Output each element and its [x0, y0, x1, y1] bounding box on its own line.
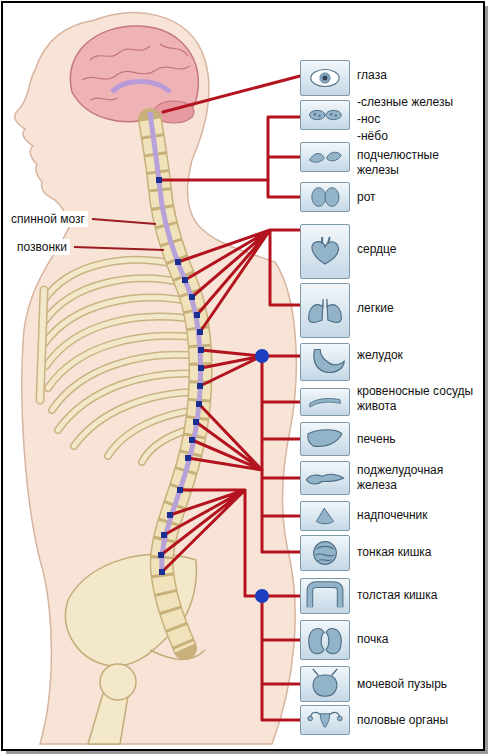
organ-label-column: легкие — [357, 301, 479, 316]
organ-label-column: толстая кишка — [357, 588, 479, 603]
organ-label: мочевой пузырь — [357, 677, 479, 692]
organ-label-column: надпочечник — [357, 508, 479, 523]
organ-label: -нос — [357, 111, 479, 128]
organ-box: желудок — [300, 343, 482, 381]
organ-picture — [301, 621, 349, 659]
part-label: позвонки — [14, 239, 70, 255]
organ-picture — [301, 389, 349, 415]
frame — [2, 2, 484, 750]
nerve-lines — [159, 76, 300, 720]
organ-icon — [300, 578, 350, 614]
organ-box: толстая кишка — [300, 578, 482, 614]
organ-label: печень — [357, 432, 479, 447]
organ-icon — [300, 666, 350, 702]
organ-icon — [300, 142, 350, 172]
organ-picture — [301, 706, 349, 734]
organ-label: -слезные железы — [357, 94, 479, 111]
organ-label: кровеносные сосуды живота — [357, 384, 479, 414]
organ-label-column: -слезные железы-нос-нёбо — [357, 94, 479, 145]
organ-box: поджелудочная железа — [300, 461, 482, 495]
spine — [150, 112, 200, 648]
organ-label-column: подчелюстные железы — [357, 148, 479, 178]
organ-label-column: глаза — [357, 68, 479, 83]
organ-icon — [300, 283, 350, 338]
organ-icon — [300, 224, 350, 279]
organ-icon — [300, 461, 350, 495]
organ-picture — [301, 344, 349, 380]
organ-label-column: поджелудочная железа — [357, 463, 479, 493]
organ-box: подчелюстные железы — [300, 142, 482, 172]
organ-label-column: желудок — [357, 348, 479, 363]
organ-label: легкие — [357, 301, 479, 316]
organ-icon — [300, 620, 350, 660]
organ-picture — [301, 579, 349, 613]
organ-label: почка — [357, 632, 479, 647]
organ-label: сердце — [357, 242, 479, 257]
organ-picture — [301, 143, 349, 171]
organ-picture — [301, 284, 349, 337]
part-label: спинной мозг — [8, 211, 88, 227]
organ-box: глаза — [300, 60, 482, 96]
organ-box: почка — [300, 620, 482, 660]
organ-picture — [301, 61, 349, 95]
organ-label: рот — [357, 190, 479, 205]
organ-label: надпочечник — [357, 508, 479, 523]
organ-picture — [301, 423, 349, 455]
organ-label: глаза — [357, 68, 479, 83]
organ-box: мочевой пузырь — [300, 666, 482, 702]
body-silhouette — [15, 13, 297, 744]
organ-label-column: половые органы — [357, 713, 479, 728]
organ-icon — [300, 501, 350, 531]
organ-label: подчелюстные железы — [357, 148, 479, 178]
organ-label-column: печень — [357, 432, 479, 447]
organ-label: толстая кишка — [357, 588, 479, 603]
organ-icon — [300, 535, 350, 571]
organ-picture — [301, 101, 349, 129]
organ-picture — [301, 502, 349, 530]
organ-label-column: рот — [357, 190, 479, 205]
organ-label: желудок — [357, 348, 479, 363]
spine-dots — [156, 177, 204, 575]
organ-icon — [300, 422, 350, 456]
organ-label-column: почка — [357, 632, 479, 647]
organ-label: половые органы — [357, 713, 479, 728]
organ-icon — [300, 705, 350, 735]
organ-label: тонкая кишка — [357, 545, 479, 560]
organ-box: легкие — [300, 283, 482, 338]
organ-picture — [301, 225, 349, 278]
organ-label-column: тонкая кишка — [357, 545, 479, 560]
organ-box: половые органы — [300, 705, 482, 735]
organ-icon — [300, 343, 350, 381]
organ-box: тонкая кишка — [300, 535, 482, 571]
organ-label: поджелудочная железа — [357, 463, 479, 493]
organ-label-column: сердце — [357, 242, 479, 257]
organ-icon — [300, 182, 350, 212]
organ-icon — [300, 388, 350, 416]
organ-picture — [301, 183, 349, 211]
organ-label-column: мочевой пузырь — [357, 677, 479, 692]
junction-dots — [255, 349, 269, 603]
organ-label: -нёбо — [357, 128, 479, 145]
organ-label-column: кровеносные сосуды живота — [357, 384, 479, 414]
organ-box: рот — [300, 182, 482, 212]
organ-box: печень — [300, 422, 482, 456]
organ-icon — [300, 100, 350, 130]
organ-picture — [301, 536, 349, 570]
organ-box: кровеносные сосуды живота — [300, 388, 482, 416]
organ-icon — [300, 60, 350, 96]
organ-picture — [301, 667, 349, 701]
organ-box: сердце — [300, 224, 482, 279]
organ-picture — [301, 462, 349, 494]
organ-box: надпочечник — [300, 501, 482, 531]
organ-box: -слезные железы-нос-нёбо — [300, 100, 482, 130]
